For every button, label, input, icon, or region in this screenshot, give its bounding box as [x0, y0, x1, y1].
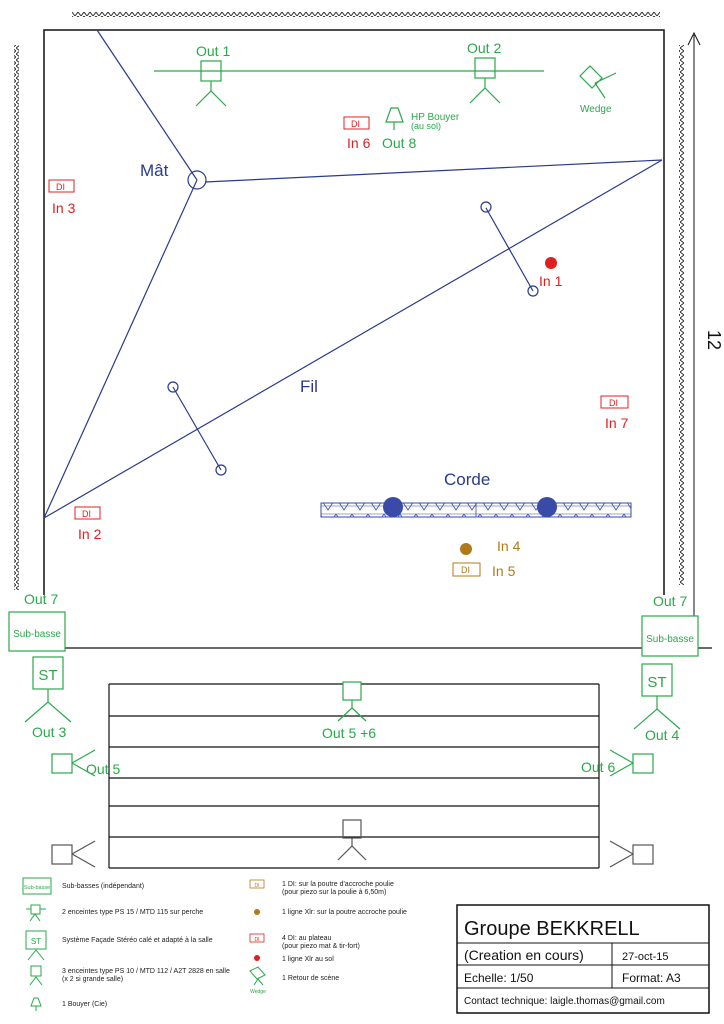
svg-text:1 ligne Xlr au sol: 1 ligne Xlr au sol: [282, 956, 334, 963]
stage-outline: [43, 29, 665, 595]
svg-text:4 DI: au plateau: 4 DI: au plateau: [282, 935, 332, 942]
svg-text:1 Bouyer (Cie): 1 Bouyer (Cie): [62, 1001, 107, 1008]
svg-text:ST: ST: [38, 667, 57, 684]
group-name: Groupe BEKKRELL: [464, 918, 640, 940]
fil-label: Fil: [300, 377, 318, 396]
wedge-icon: [579, 65, 617, 99]
top-curtain: [72, 12, 660, 17]
svg-text:1 ligne Xlr: sur la poutre acc: 1 ligne Xlr: sur la poutre accroche poul…: [282, 909, 407, 916]
svg-text:Wedge: Wedge: [250, 989, 266, 995]
svg-text:DI: DI: [255, 937, 260, 943]
di-in6: DI: [343, 116, 370, 130]
di-in2: DI: [74, 506, 101, 520]
project-format: Format: A3: [622, 971, 681, 985]
title-block: Groupe BEKKRELL (Creation en cours) 27-o…: [456, 904, 710, 1014]
mast-circle: [187, 170, 207, 190]
xlr-in4: [460, 543, 472, 555]
svg-text:1 DI: sur la poutre d'accroche: 1 DI: sur la poutre d'accroche poulie: [282, 881, 394, 888]
hp-bouyer-label: HP Bouyer: [411, 112, 460, 123]
in4-label: In 4: [497, 538, 521, 554]
out2-label: Out 2: [467, 40, 501, 56]
legend-wedge: Wedge 1 Retour de scène: [249, 966, 339, 995]
out8-label: Out 8: [382, 135, 416, 151]
in3-label: In 3: [52, 200, 76, 216]
out1-label: Out 1: [196, 43, 230, 59]
svg-text:Sub-basse: Sub-basse: [646, 634, 694, 645]
out6-label: Out 6: [581, 759, 615, 775]
svg-text:DI: DI: [351, 119, 360, 129]
salle-speaker-right: [609, 749, 654, 777]
project-date: 27-oct-15: [622, 951, 668, 963]
in6-label: In 6: [347, 135, 371, 151]
out3-label: Out 3: [32, 724, 66, 740]
svg-text:(pour piezo sur la poulie à 6,: (pour piezo sur la poulie à 6,50m): [282, 889, 386, 896]
legend-sub: Sub-basse Sub-basses (indépendant): [22, 877, 144, 895]
svg-text:1 Retour de scène: 1 Retour de scène: [282, 975, 339, 982]
left-curtain: [14, 45, 19, 590]
svg-text:Sub-basse: Sub-basse: [13, 629, 61, 640]
svg-text:DI: DI: [255, 883, 260, 889]
grey-speakers: [51, 819, 654, 868]
svg-text:(x 2 si grande salle): (x 2 si grande salle): [62, 976, 123, 983]
legend-xlr-sol: 1 ligne Xlr au sol: [254, 955, 334, 963]
legend-salle: 3 enceintes type PS 10 / MTD 112 / A2T 2…: [29, 965, 230, 986]
project-status: (Creation en cours): [464, 947, 584, 963]
legend-di-accroche: DI 1 DI: sur la poutre d'accroche poulie…: [249, 879, 394, 896]
st-left: ST: [24, 656, 72, 723]
legend-di-plateau: DI 4 DI: au plateau (pour piezo mat & ti…: [249, 933, 360, 950]
salle-speaker-left: [51, 749, 96, 777]
truss: [320, 497, 632, 518]
dimension-marker: 12: [687, 31, 724, 648]
rigging: [43, 29, 663, 519]
out7-right-label: Out 7: [653, 593, 687, 609]
legend-xlr-poutre: 1 ligne Xlr: sur la poutre accroche poul…: [254, 909, 407, 916]
perche-speakers: [154, 57, 544, 107]
in5-label: In 5: [492, 563, 516, 579]
project-scale: Echelle: 1/50: [464, 971, 534, 985]
svg-text:ST: ST: [31, 937, 41, 946]
out5-label: Out 5: [86, 761, 120, 777]
svg-text:DI: DI: [82, 509, 91, 519]
legend-perche: 2 enceintes type PS 15 / MTD 115 sur per…: [26, 904, 203, 922]
corde-label: Corde: [444, 470, 490, 489]
in2-label: In 2: [78, 526, 102, 542]
hp-bouyer-sublabel: (au sol): [411, 121, 441, 131]
out4-label: Out 4: [645, 727, 679, 743]
svg-text:Sub-basses (indépendant): Sub-basses (indépendant): [62, 883, 144, 890]
svg-text:DI: DI: [56, 182, 65, 192]
di-in7: DI: [600, 395, 629, 409]
in1-label: In 1: [539, 273, 563, 289]
out7-left-label: Out 7: [24, 591, 58, 607]
legend: Sub-basse Sub-basses (indépendant) 2 enc…: [22, 877, 407, 1011]
di-in3: DI: [48, 179, 75, 193]
mat-label: Mât: [140, 161, 169, 180]
legend-bouyer: 1 Bouyer (Cie): [30, 997, 107, 1011]
svg-text:DI: DI: [609, 398, 618, 408]
svg-text:Système Façade Stéréo calé et: Système Façade Stéréo calé et adapté à l…: [62, 937, 213, 944]
di-in5: DI: [452, 562, 481, 577]
svg-text:3 enceintes type PS 10 / MTD 1: 3 enceintes type PS 10 / MTD 112 / A2T 2…: [62, 968, 230, 975]
xlr-in1: [545, 257, 557, 269]
in7-label: In 7: [605, 415, 629, 431]
seating-area: [108, 683, 600, 869]
right-curtain: [679, 45, 684, 585]
legend-facade: ST Système Façade Stéréo calé et adapté …: [25, 930, 213, 961]
bouyer-icon: [385, 107, 404, 130]
st-right: ST: [633, 663, 681, 730]
sub-right: Sub-basse: [641, 615, 699, 657]
salle-speaker-center: [337, 681, 367, 722]
contact-info: Contact technique: laigle.thomas@gmail.c…: [464, 996, 665, 1007]
svg-text:2 enceintes type PS 15 / MTD 1: 2 enceintes type PS 15 / MTD 115 sur per…: [62, 909, 203, 916]
svg-text:DI: DI: [461, 565, 470, 575]
svg-text:(pour piezo mat & tir-fort): (pour piezo mat & tir-fort): [282, 943, 360, 950]
svg-text:ST: ST: [647, 674, 666, 691]
out56-label: Out 5 +6: [322, 725, 376, 741]
svg-text:Sub-basse: Sub-basse: [24, 885, 50, 891]
wedge-label: Wedge: [580, 104, 612, 115]
dimension-label: 12: [704, 330, 724, 350]
sub-left: Sub-basse: [8, 611, 66, 652]
